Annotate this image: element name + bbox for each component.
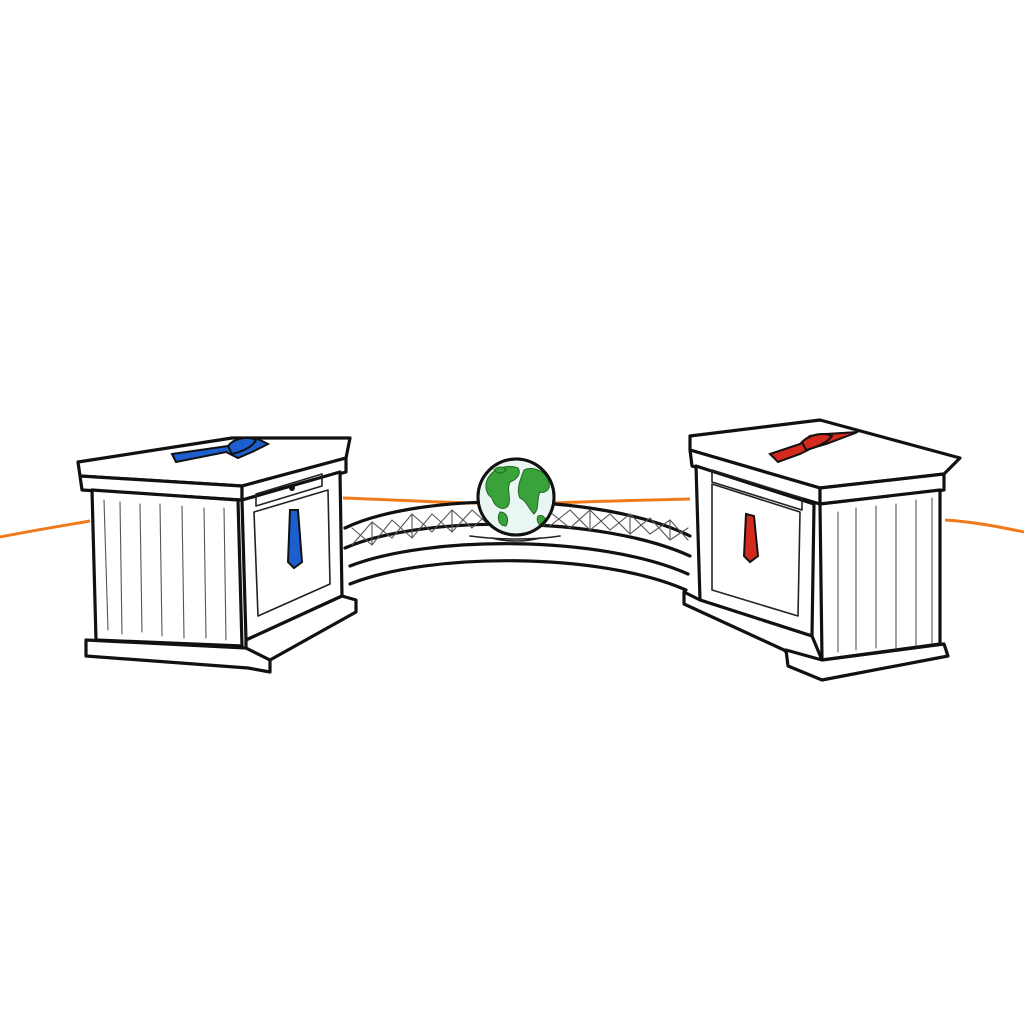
right-desk-wood-grain	[837, 497, 933, 653]
red-tie-icon	[742, 431, 859, 564]
right-desk	[682, 418, 962, 682]
blue-tie-icon	[170, 436, 304, 570]
left-desk-wood-grain	[103, 499, 227, 641]
globe-icon	[476, 457, 556, 542]
left-desk	[76, 436, 358, 674]
